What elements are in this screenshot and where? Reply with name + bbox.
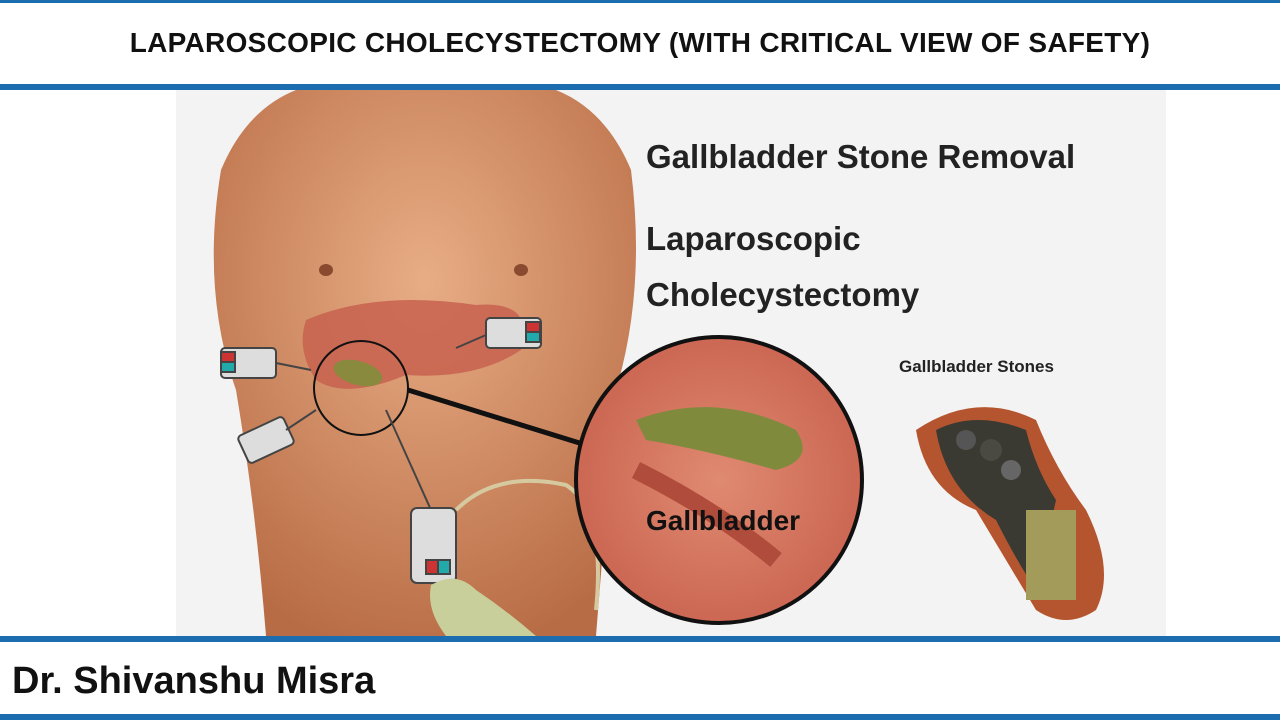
gallbladder-label: Gallbladder: [646, 505, 801, 536]
focus-circle: [313, 340, 409, 436]
illustration-heading: Gallbladder Stone Removal: [646, 138, 1076, 175]
author-name: Dr. Shivanshu Misra: [12, 660, 376, 702]
gallbladder: [333, 359, 383, 387]
gallbladder-stones-image: [916, 407, 1104, 620]
gloved-hand: [430, 578, 536, 636]
zoom-circle: [574, 335, 864, 625]
surgery-illustration: [213, 90, 1104, 636]
trocar-left: [220, 317, 542, 584]
header-divider: [0, 84, 1280, 90]
illustration: Gallbladder Stone Removal Laparoscopic C…: [176, 90, 1166, 636]
stones-label: Gallbladder Stones: [899, 357, 1054, 376]
illustration-subheading-2: Cholecystectomy: [646, 276, 920, 313]
bottom-border: [0, 714, 1280, 720]
illustration-subheading-1: Laparoscopic: [646, 220, 861, 257]
footer-divider: [0, 636, 1280, 642]
top-border: [0, 0, 1280, 3]
page-title: LAPAROSCOPIC CHOLECYSTECTOMY (WITH CRITI…: [129, 27, 1151, 58]
